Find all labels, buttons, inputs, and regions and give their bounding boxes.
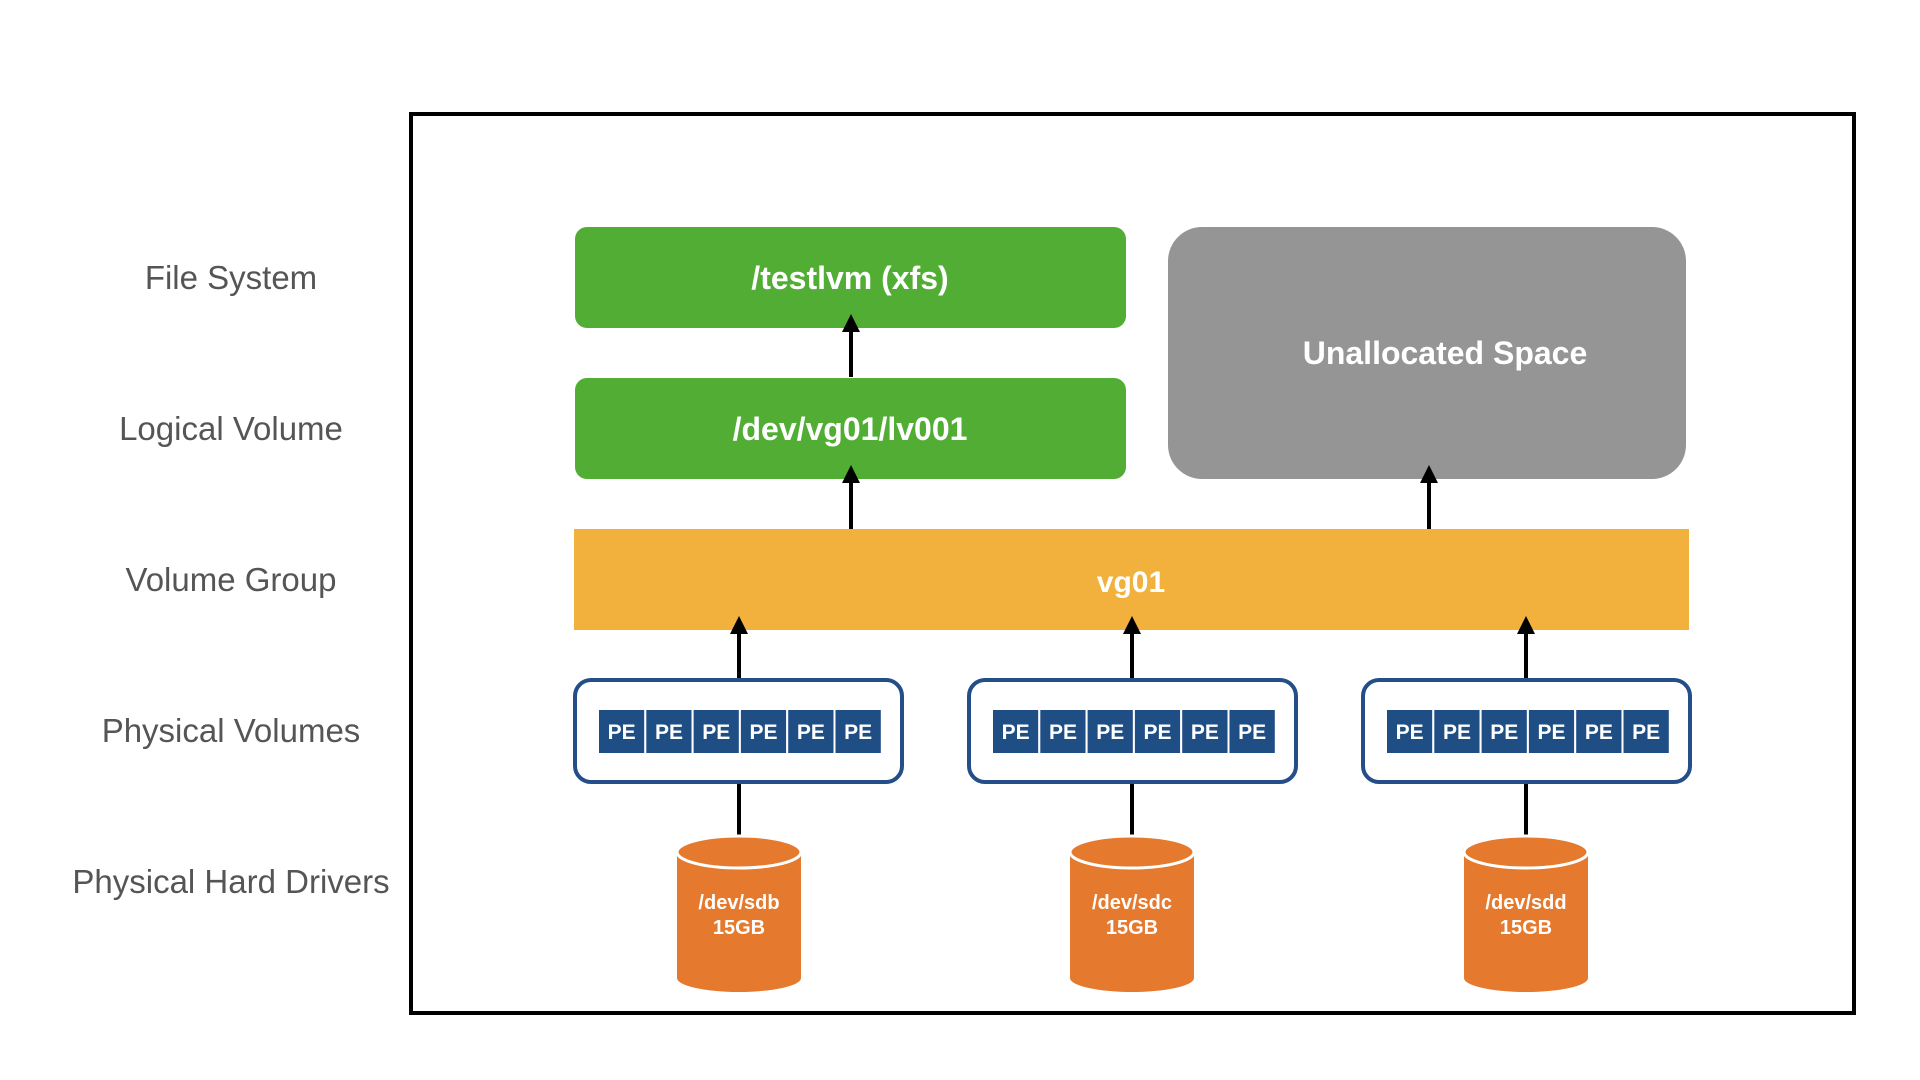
pe-cell: PE bbox=[1085, 708, 1135, 755]
layer-label-physical-hard-drivers: Physical Hard Drivers bbox=[72, 863, 389, 900]
pe-label: PE bbox=[1585, 721, 1613, 744]
pe-cell: PE bbox=[1526, 708, 1577, 755]
pe-label: PE bbox=[1002, 721, 1030, 744]
pe-label: PE bbox=[702, 721, 730, 744]
pe-cell: PE bbox=[1227, 708, 1277, 755]
pe-cell: PE bbox=[1574, 708, 1624, 755]
file-system-label: /testlvm (xfs) bbox=[751, 260, 948, 296]
pe-cell: PE bbox=[597, 708, 647, 755]
pe-label: PE bbox=[1396, 721, 1424, 744]
pe-cell: PE bbox=[1038, 708, 1088, 755]
layer-label-volume-group: Volume Group bbox=[126, 561, 337, 598]
pe-label: PE bbox=[1538, 721, 1566, 744]
disk-size: 15GB bbox=[1500, 917, 1552, 939]
pe-label: PE bbox=[655, 721, 683, 744]
layer-label-file-system: File System bbox=[145, 259, 317, 296]
disk-name: /dev/sdb bbox=[698, 892, 779, 914]
disk-sdd: /dev/sdd 15GB bbox=[1462, 834, 1590, 992]
pe-label: PE bbox=[1191, 721, 1219, 744]
physical-volume-0: PE PE PE PE PE PE bbox=[573, 678, 904, 784]
disk-sdb: /dev/sdb 15GB bbox=[675, 834, 803, 992]
pe-label: PE bbox=[1144, 721, 1172, 744]
pe-cell: PE bbox=[1621, 708, 1671, 755]
disk-size: 15GB bbox=[1106, 917, 1158, 939]
pe-cell: PE bbox=[1385, 708, 1435, 755]
logical-volume-label: /dev/vg01/lv001 bbox=[733, 411, 968, 447]
pe-label: PE bbox=[1443, 721, 1471, 744]
layer-label-physical-volumes: Physical Volumes bbox=[102, 712, 361, 749]
pe-label: PE bbox=[608, 721, 636, 744]
physical-volume-2: PE PE PE PE PE PE bbox=[1361, 678, 1692, 784]
connector-arrows bbox=[730, 314, 1535, 838]
physical-volume-1: PE PE PE PE PE PE bbox=[967, 678, 1298, 784]
pe-label: PE bbox=[1049, 721, 1077, 744]
pe-label: PE bbox=[797, 721, 825, 744]
disk-name: /dev/sdd bbox=[1485, 892, 1566, 914]
file-system-box: /testlvm (xfs) bbox=[575, 227, 1126, 328]
pe-cell: PE bbox=[1479, 708, 1529, 755]
pe-label: PE bbox=[1096, 721, 1124, 744]
pe-cell: PE bbox=[691, 708, 741, 755]
pe-label: PE bbox=[1632, 721, 1660, 744]
disk-size: 15GB bbox=[713, 917, 765, 939]
diagram-frame bbox=[409, 112, 1856, 1015]
pe-cell: PE bbox=[786, 708, 836, 755]
pe-cell: PE bbox=[738, 708, 789, 755]
pe-label: PE bbox=[750, 721, 778, 744]
unallocated-space-label: Unallocated Space bbox=[1303, 335, 1588, 371]
layer-label-logical-volume: Logical Volume bbox=[119, 410, 343, 447]
disk-sdc: /dev/sdc 15GB bbox=[1068, 834, 1196, 992]
logical-volume-box: /dev/vg01/lv001 bbox=[575, 378, 1126, 479]
pe-cell: PE bbox=[991, 708, 1041, 755]
volume-group-label: vg01 bbox=[1097, 566, 1165, 599]
pe-cell: PE bbox=[644, 708, 694, 755]
disk-name: /dev/sdc bbox=[1092, 892, 1172, 914]
volume-group-band: vg01 bbox=[574, 529, 1689, 630]
pe-cell: PE bbox=[833, 708, 883, 755]
unallocated-space-box: Unallocated Space bbox=[1168, 227, 1686, 479]
pe-cell: PE bbox=[1432, 708, 1482, 755]
pe-label: PE bbox=[1238, 721, 1266, 744]
pe-cell: PE bbox=[1180, 708, 1230, 755]
pe-label: PE bbox=[1490, 721, 1518, 744]
pe-label: PE bbox=[844, 721, 872, 744]
pe-cell: PE bbox=[1132, 708, 1183, 755]
